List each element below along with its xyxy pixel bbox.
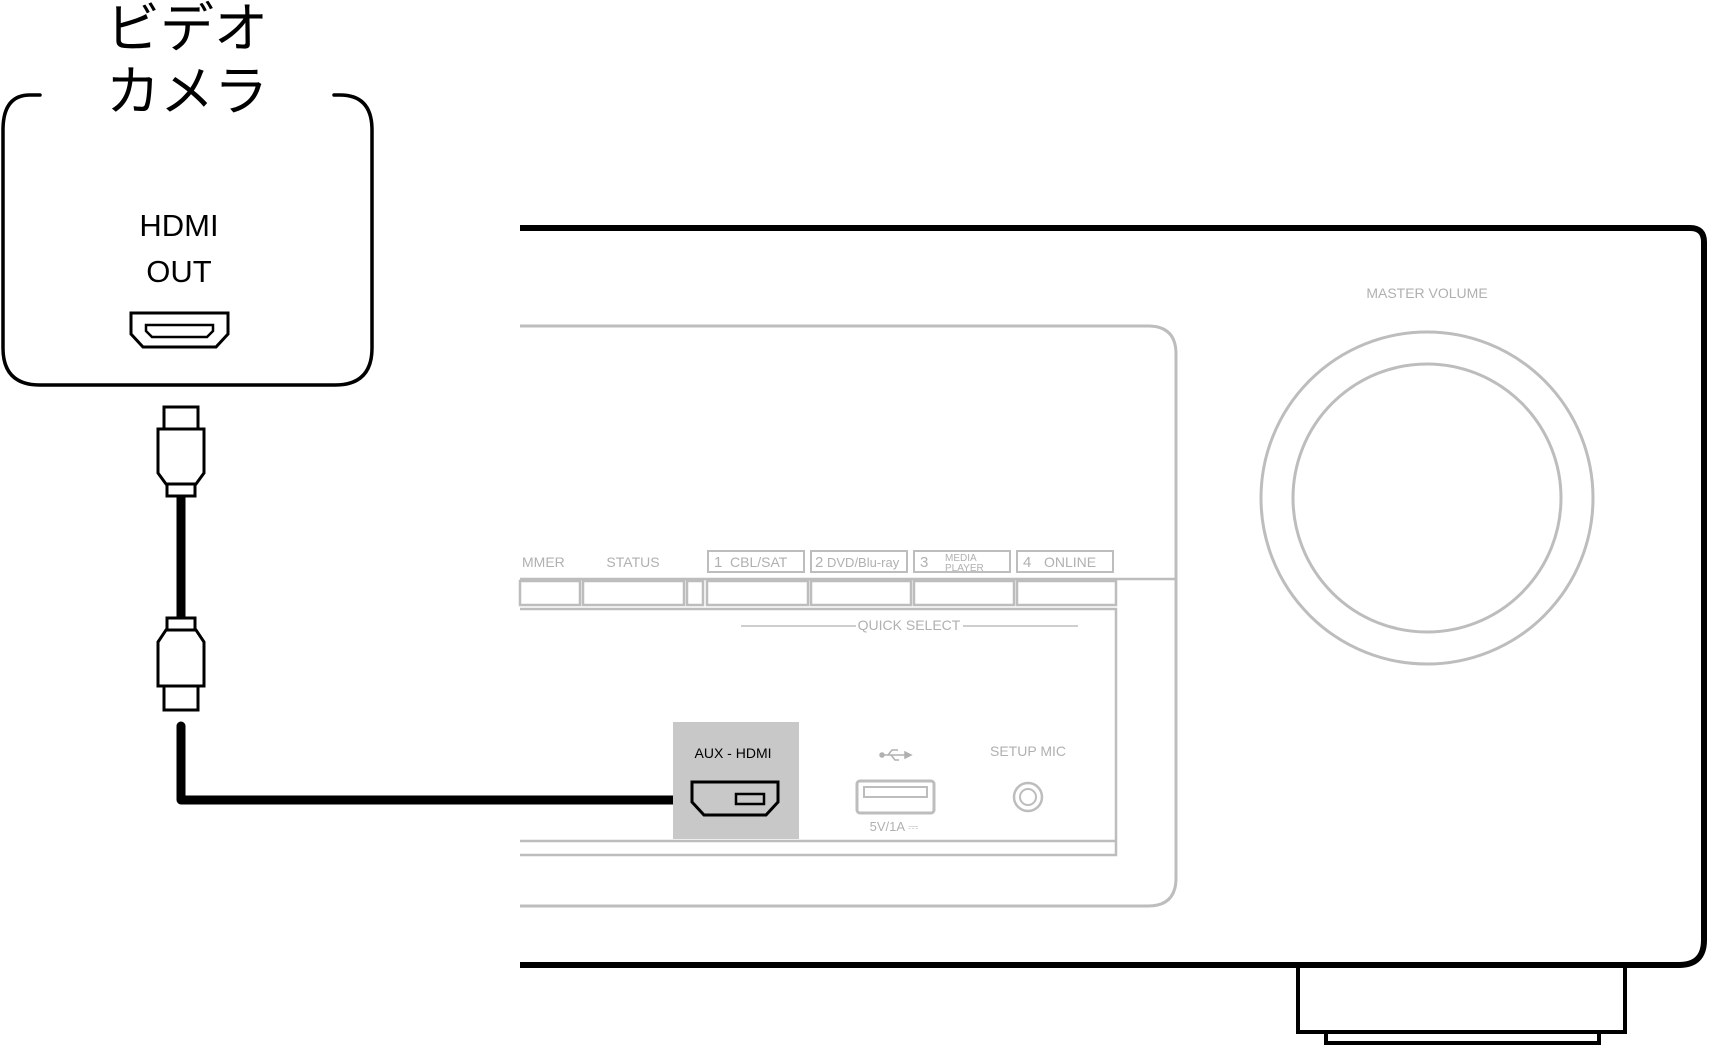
hdmi-cable <box>156 405 750 805</box>
preset1-button[interactable] <box>705 579 810 607</box>
usb-port-icon[interactable] <box>855 779 936 815</box>
hdmi-out-port-icon <box>129 311 230 349</box>
front-panel-frame <box>520 324 1178 908</box>
quick-select-label: QUICK SELECT <box>858 617 961 633</box>
preset1-number: 1 <box>714 554 722 571</box>
preset2-label: DVD/Blu-ray <box>827 555 900 570</box>
hdmi-plug-bottom-icon <box>156 616 206 712</box>
preset3-button[interactable] <box>912 579 1016 607</box>
dimmer-button[interactable] <box>518 579 582 607</box>
preset4-label-box <box>1016 550 1114 573</box>
camera-body-outline <box>1 93 374 387</box>
preset2-number: 2 <box>815 554 823 571</box>
button-row <box>518 579 1118 607</box>
camera-port-label-line1: HDMI <box>139 208 218 243</box>
status-button[interactable] <box>581 579 686 607</box>
av-receiver: MASTER VOLUME MMER STATUS 1 CBL/SAT 2 DV… <box>518 225 1707 1045</box>
preset2-label-box <box>810 550 908 573</box>
receiver-chassis-outline <box>520 225 1707 968</box>
dimmer-button-label: MMER <box>522 554 565 570</box>
hdmi-plug-top-icon <box>156 405 206 498</box>
preset3-number: 3 <box>920 554 928 571</box>
preset4-label: ONLINE <box>1044 554 1096 570</box>
preset3-label-box <box>913 550 1011 573</box>
setup-mic-jack-icon[interactable] <box>1012 781 1044 813</box>
preset1-label: CBL/SAT <box>730 554 788 570</box>
mode-button[interactable] <box>685 579 705 607</box>
usb-symbol-icon <box>879 749 913 761</box>
master-volume-knob-outer[interactable] <box>1259 330 1595 666</box>
aux-hdmi-port-icon[interactable] <box>690 780 780 817</box>
preset4-button[interactable] <box>1015 579 1118 607</box>
usb-power-label: 5V/1A ⎓ <box>870 819 919 834</box>
upper-panel-divider <box>520 607 1118 857</box>
master-volume-knob-inner <box>1291 362 1563 634</box>
preset4-number: 4 <box>1023 554 1031 571</box>
video-camera: ビデオ カメラ HDMI OUT <box>1 0 374 387</box>
setup-mic-label: SETUP MIC <box>990 743 1066 759</box>
camera-title-line2: カメラ <box>106 60 268 123</box>
camera-title-line1: ビデオ <box>106 0 268 60</box>
preset1-label-box <box>707 550 805 573</box>
preset3-label-line2: PLAYER <box>945 563 984 574</box>
master-volume-label: MASTER VOLUME <box>1366 285 1487 301</box>
cable-segment-lower <box>176 721 750 805</box>
aux-hdmi-label: AUX - HDMI <box>695 745 772 761</box>
camera-port-label-line2: OUT <box>146 254 212 289</box>
receiver-foot <box>1296 967 1627 1034</box>
preset3-label-line1: MEDIA <box>945 553 977 564</box>
status-button-label: STATUS <box>606 554 659 570</box>
preset2-button[interactable] <box>809 579 913 607</box>
